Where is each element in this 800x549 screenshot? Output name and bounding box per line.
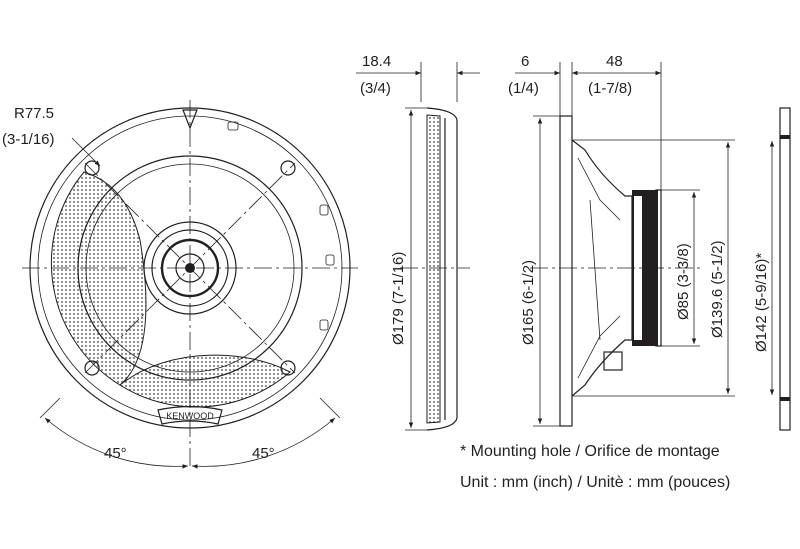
mounting-panel-cut-top: [780, 135, 790, 139]
front-view: R77.5 (3-1/16) KENWOOD 45° 45°: [2, 100, 358, 470]
magnet-gap: [634, 196, 642, 340]
grille-thickness-label: 18.4: [362, 53, 391, 70]
cone-outer: [77, 155, 303, 381]
top-notch: [182, 109, 198, 130]
front-centerline-d2: [84, 162, 296, 374]
mounting-panel-cut-bottom: [780, 397, 790, 401]
mounting-hole-view: Ø142 (5-9/16)*: [753, 107, 791, 431]
flange-inch-label: (1/4): [508, 80, 539, 97]
brand-logo: KENWOOD: [166, 411, 214, 421]
angle-ray-left: [39, 397, 61, 419]
grille-profile-outer: [426, 107, 458, 431]
grille-mesh-bottom: [119, 354, 291, 408]
radius-label: R77.5: [14, 105, 54, 122]
cone-diameter-label: Ø165 (6-1/2): [520, 260, 537, 345]
grille-side-view: 18.4 (3/4) Ø179 (7-1/16): [356, 53, 480, 431]
depth-label: 48: [606, 53, 623, 70]
mounting-hole-diameter-label: Ø142 (5-9/16)*: [753, 253, 770, 352]
mounting-hole-note: * Mounting hole / Orifice de montage: [460, 443, 720, 460]
mounting-lugs: [84, 121, 335, 376]
basket-inner: [577, 157, 621, 379]
flange-label: 6: [521, 53, 529, 70]
angle-arc-left: [44, 417, 189, 469]
mounting-panel: [779, 107, 791, 431]
speaker-side-view: 6 (1/4) 48 (1-7/8) Ø165 (6-1/2) Ø85 (3-3…: [508, 53, 735, 427]
angle-right-label: 45°: [252, 445, 275, 462]
terminal: [603, 351, 623, 371]
basket-diameter-label: Ø139.6 (5-1/2): [709, 240, 726, 338]
radius-label-inch: (3-1/16): [2, 131, 55, 148]
grille-profile-mesh: [426, 114, 441, 424]
angle-left-label: 45°: [104, 445, 127, 462]
radius-leader: [71, 137, 101, 167]
grille-diameter-label: Ø179 (7-1/16): [390, 252, 407, 345]
angle-arc-right: [191, 417, 336, 469]
unit-note: Unit : mm (inch) / Unitè : mm (pouces): [460, 474, 731, 491]
speaker-flange: [559, 115, 573, 427]
angle-ray-right: [319, 397, 341, 419]
depth-inch-label: (1-7/8): [588, 80, 632, 97]
grille-thickness-inch-label: (3/4): [360, 80, 391, 97]
magnet-diameter-label: Ø85 (3-3/8): [675, 243, 692, 320]
